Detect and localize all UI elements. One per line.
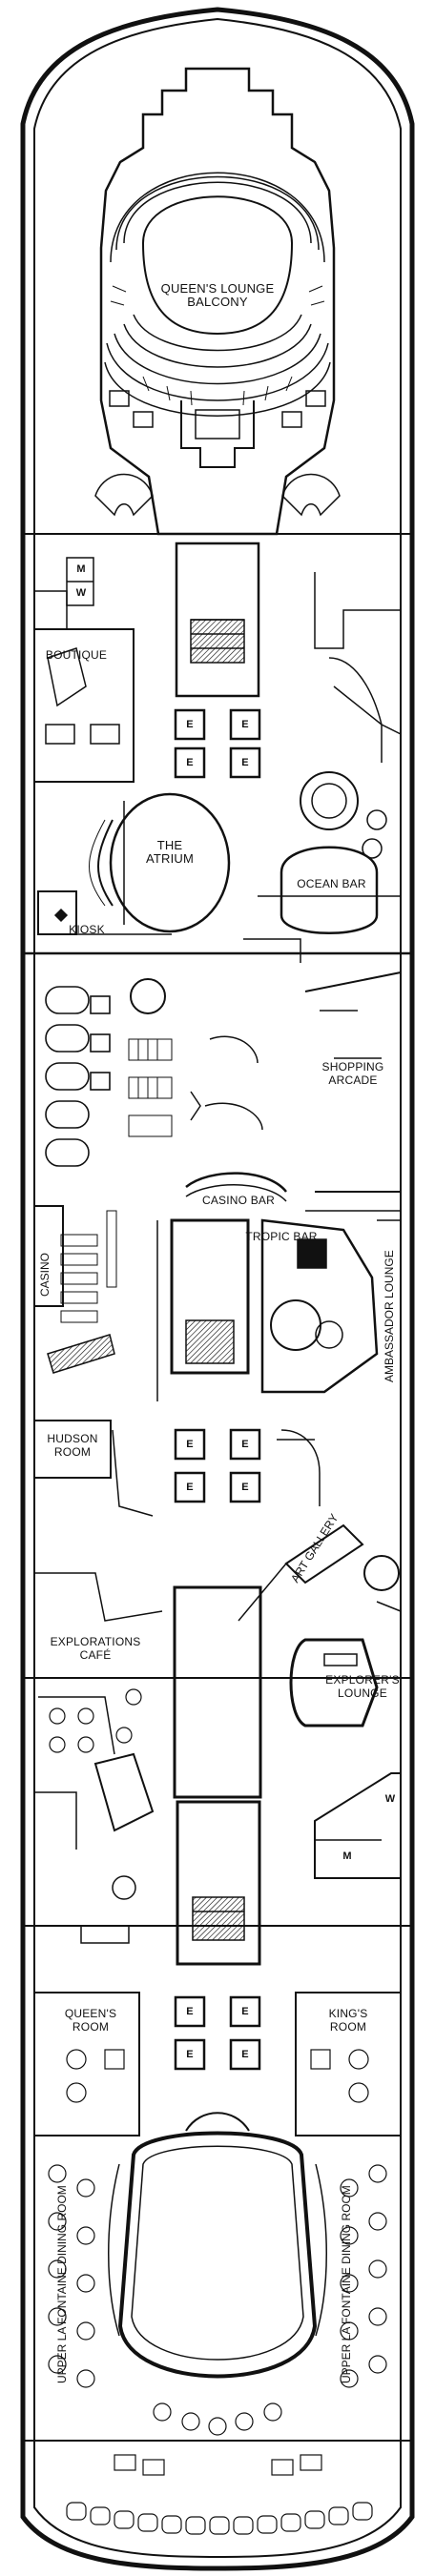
- restroom-men-bottom: M: [342, 1850, 352, 1862]
- elevator-mark: E: [186, 1482, 194, 1493]
- label-ocean-bar: OCEAN BAR: [297, 877, 366, 890]
- label-boutique: BOUTIQUE: [45, 648, 108, 662]
- elevator-mark: E: [186, 719, 194, 730]
- casino-tables: [45, 986, 111, 1167]
- explorers-lounge: [289, 1638, 379, 1728]
- elevator-mark: E: [241, 719, 249, 730]
- elevator-mark: E: [241, 757, 249, 768]
- label-dining-left: UPPER LA FONTAINE DINING ROOM: [55, 2185, 69, 2383]
- casino-room: [33, 1205, 64, 1307]
- ocean-bar: [280, 846, 379, 934]
- atrium-floor: [109, 792, 231, 933]
- stage: [141, 195, 294, 336]
- elevator-mark: E: [241, 1482, 249, 1493]
- elevator-mark: E: [186, 2006, 194, 2017]
- dining-tables: [48, 2164, 387, 2476]
- label-ambassador-lounge: AMBASSADOR LOUNGE: [383, 1250, 396, 1382]
- casino-bar: [185, 1172, 287, 1193]
- elevator-mark: E: [241, 1439, 249, 1450]
- elevators-lower: [174, 1995, 261, 2071]
- label-tropic-bar: TROPIC BAR: [245, 1230, 318, 1243]
- elevator-mark: E: [241, 2006, 249, 2017]
- art-gallery: [284, 1523, 364, 1584]
- hudson-room: [33, 1420, 112, 1479]
- elevators-middle: [174, 1428, 261, 1503]
- restroom-men-top: M: [76, 563, 86, 575]
- elevator-mark: E: [186, 1439, 194, 1450]
- dining-well: [117, 2131, 318, 2379]
- kings-room: [295, 1992, 402, 2136]
- label-dining-right: UPPER LA FONTAINE DINING ROOM: [340, 2185, 353, 2383]
- stair-block-lower: [176, 1800, 261, 1966]
- hull-outline: [20, 7, 415, 2571]
- queens-room: [33, 1992, 140, 2136]
- elevators-top: [174, 708, 261, 779]
- hull-inner: [33, 17, 402, 2559]
- tropic-bar: [260, 1218, 379, 1394]
- restroom-women-top: W: [75, 587, 87, 599]
- label-kiosk: KIOSK: [69, 923, 105, 936]
- lounge-outline: [99, 67, 336, 536]
- label-casino: CASINO: [38, 1252, 52, 1297]
- label-casino-bar: CASINO BAR: [201, 1194, 275, 1207]
- shopping-arcade: [304, 971, 402, 1193]
- spiral-stair-left: [94, 473, 154, 517]
- central-block: [173, 1585, 262, 1799]
- spiral-stair-right: [281, 473, 341, 517]
- elevator-mark: E: [186, 2049, 194, 2060]
- stair-block-top: [175, 542, 260, 698]
- elevator-mark: E: [186, 757, 194, 768]
- boutique-room: [33, 628, 135, 783]
- restroom-women-bottom: W: [384, 1793, 396, 1805]
- elevator-mark: E: [241, 2049, 249, 2060]
- stair-block-middle: [170, 1218, 250, 1375]
